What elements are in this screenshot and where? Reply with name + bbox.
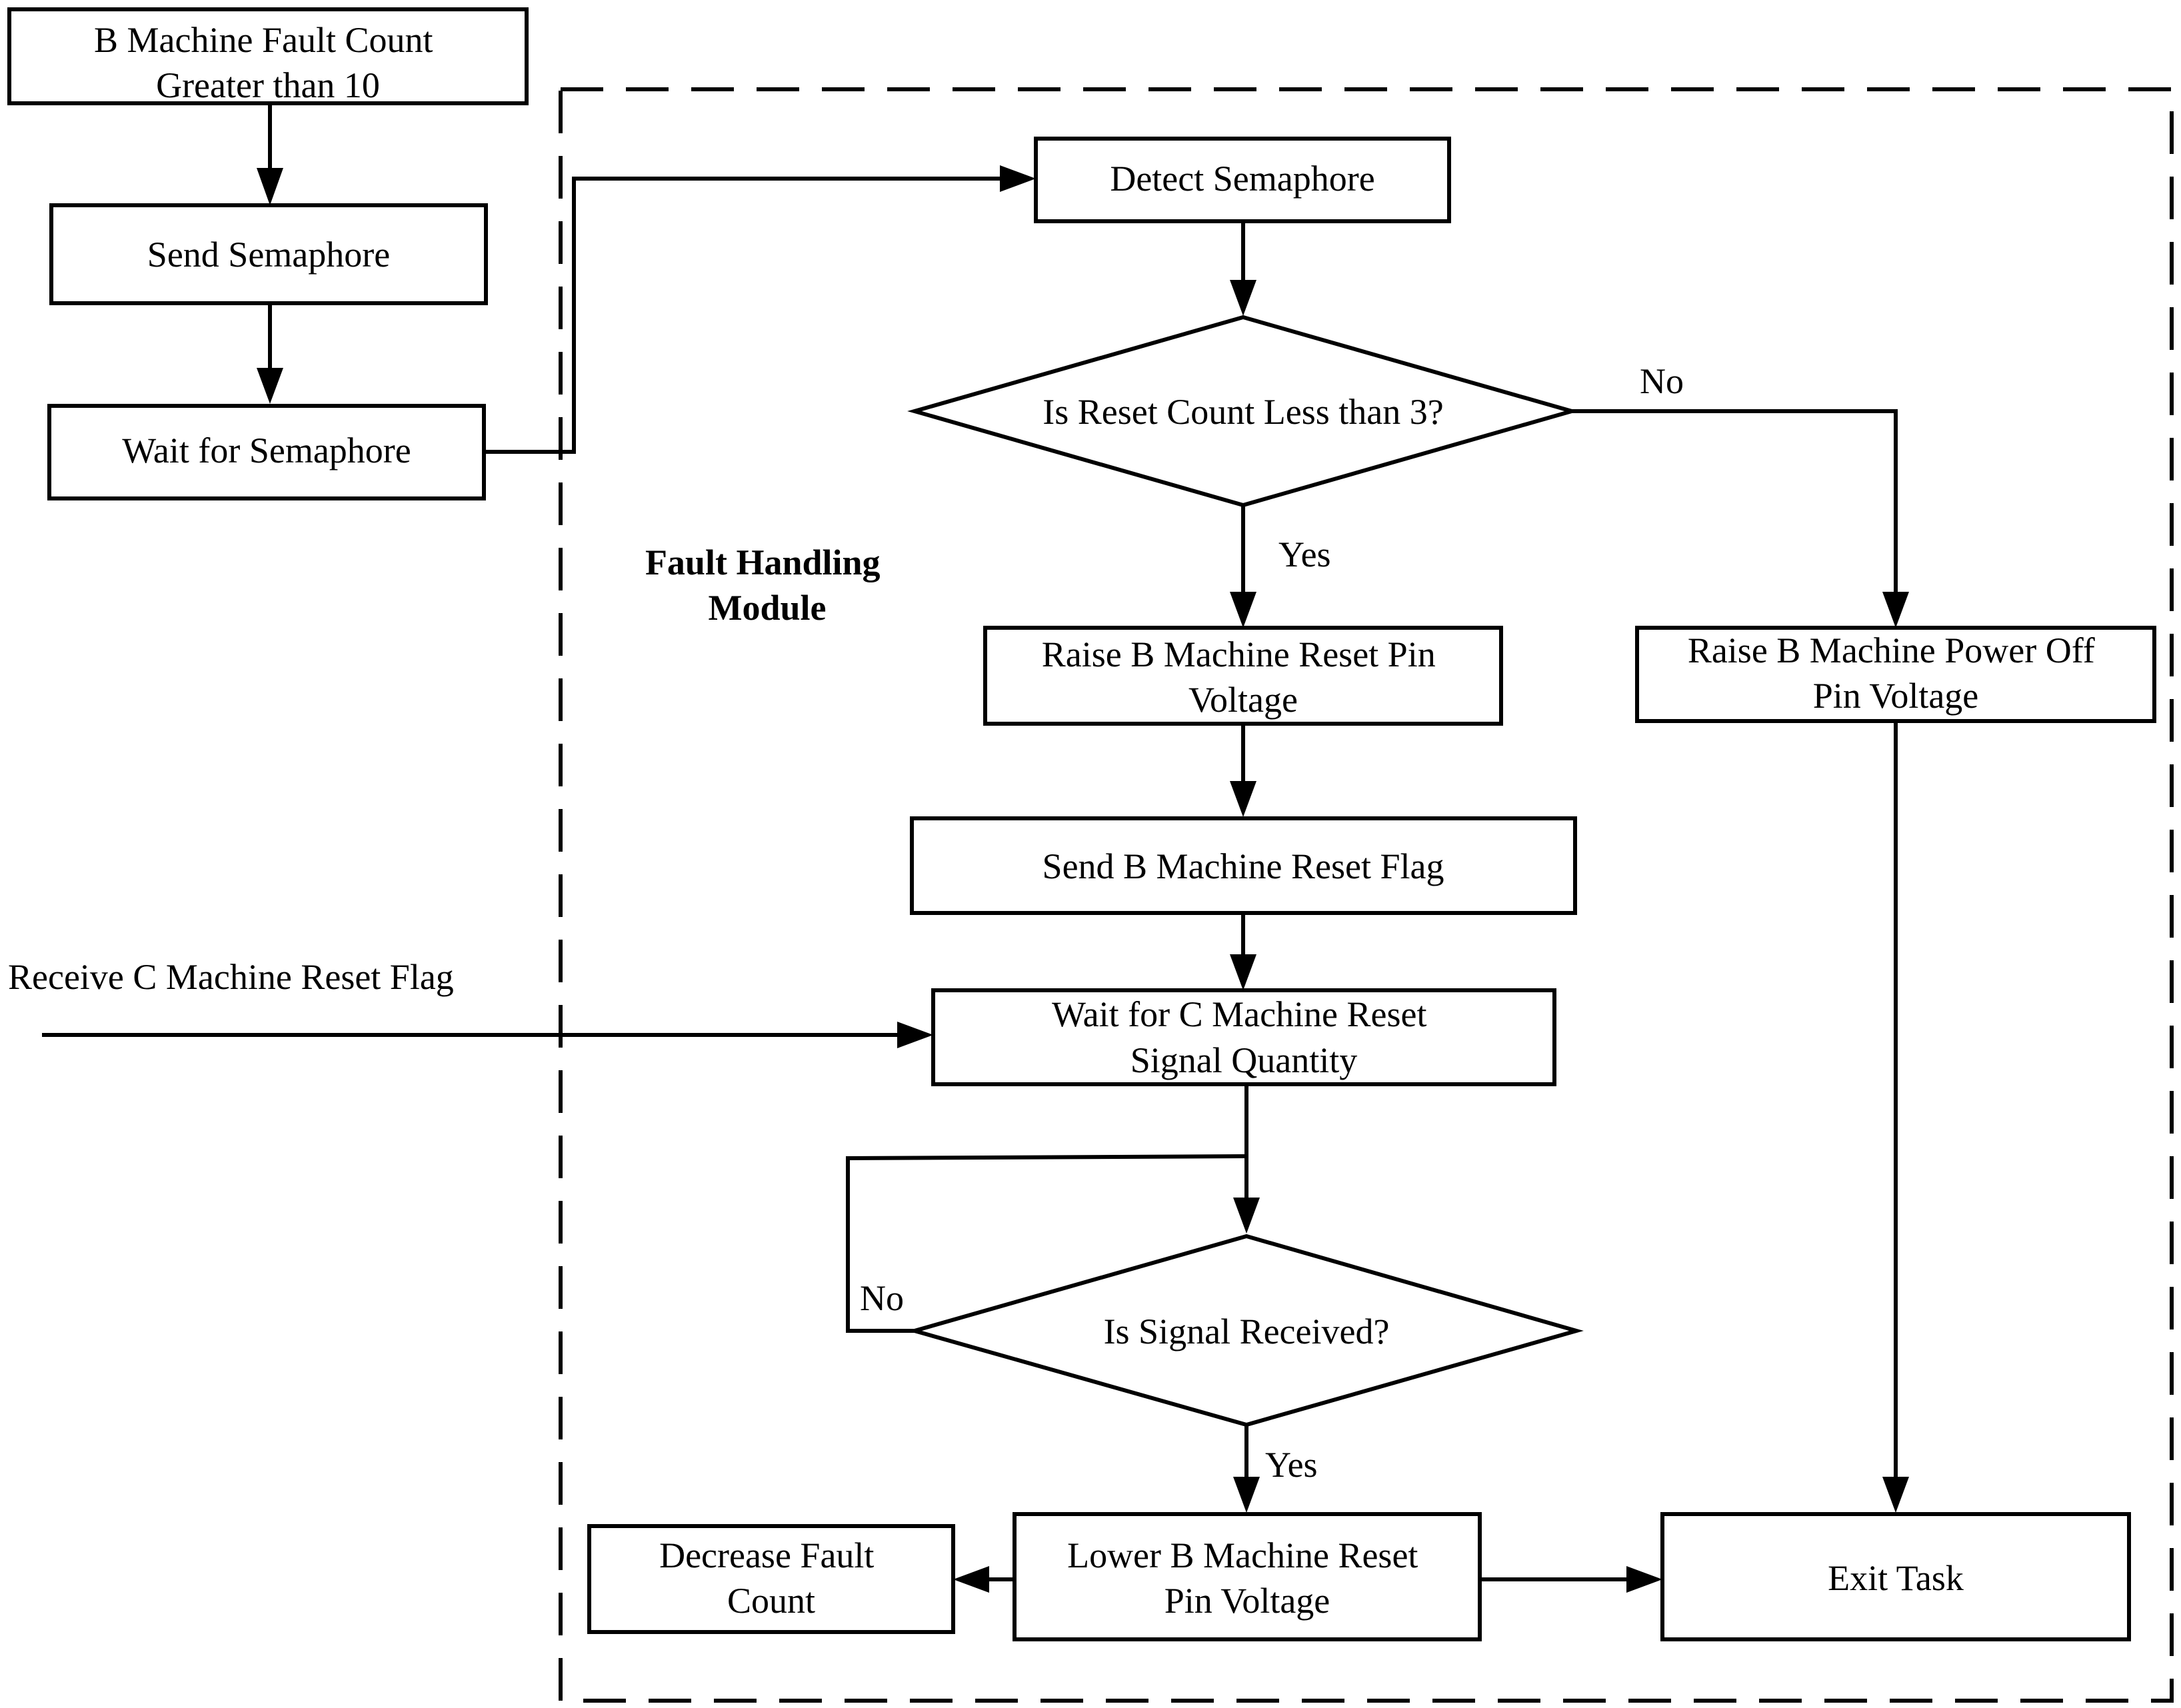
edge-wait-to-detect (484, 177, 1000, 454)
node-detect-semaphore: Detect Semaphore (1034, 137, 1451, 223)
arrowhead (897, 1022, 933, 1048)
node-lower-reset-pin: Lower B Machine Reset Pin Voltage (1013, 1512, 1482, 1641)
node-fault-count: B Machine Fault Count Greater than 10 (7, 7, 529, 105)
svg-text:Is Reset Count Less than 3?: Is Reset Count Less than 3? (1043, 392, 1443, 432)
node-send-reset-flag: Send B Machine Reset Flag (910, 816, 1577, 915)
node-wait-semaphore: Wait for Semaphore (47, 404, 486, 500)
arrowhead (1233, 1198, 1260, 1234)
svg-text:Detect Semaphore: Detect Semaphore (1110, 159, 1374, 199)
arrowhead (953, 1566, 989, 1593)
svg-text:Wait for C Machine Reset: Wait for C Machine Reset Signal Quantity (1052, 994, 1436, 1080)
module-label: Fault Handling Module (645, 542, 889, 628)
node-raise-power-off-pin: Raise B Machine Power Off Pin Voltage (1635, 626, 2156, 723)
label-signal-yes: Yes (1265, 1445, 1318, 1485)
arrowhead (1230, 954, 1256, 990)
svg-text:B Machine Fault Count Gr: B Machine Fault Count Greater than 10 (94, 20, 442, 105)
node-decrease-fault-count: Decrease Fault Count (587, 1524, 955, 1634)
arrowhead (1882, 1477, 1909, 1513)
svg-text:Raise B Machine Power Off: Raise B Machine Power Off Pin Voltage (1688, 630, 2104, 716)
module-label-line-1: Fault Handling (645, 542, 881, 582)
arrowhead (1882, 592, 1909, 628)
arrowhead (1000, 165, 1036, 192)
module-label-line-2: Module (708, 588, 826, 628)
node-exit-task: Exit Task (1660, 1512, 2131, 1641)
svg-text:Raise B Machine Reset Pin: Raise B Machine Reset Pin Voltage (1042, 634, 1444, 720)
node-send-semaphore: Send Semaphore (49, 203, 488, 305)
svg-text:Lower B Machine Reset Pi: Lower B Machine Reset Pin Voltage (1067, 1535, 1427, 1621)
arrowhead (1230, 781, 1256, 817)
label-receive-c-flag: Receive C Machine Reset Flag (8, 957, 454, 997)
node-signal-received-check: Is Signal Received? (907, 1234, 1584, 1427)
fault-handling-module-boundary (559, 87, 2174, 1703)
svg-text:Send B Machine Reset Flag: Send B Machine Reset Flag (1043, 846, 1444, 886)
svg-text:Exit Task: Exit Task (1828, 1558, 1964, 1598)
arrowhead (257, 168, 283, 205)
svg-text:Send Semaphore: Send Semaphore (147, 235, 390, 275)
arrowhead (1233, 1477, 1260, 1513)
edge-reset-check-no (1572, 409, 1898, 592)
arrowhead (1230, 592, 1256, 628)
svg-text:Wait for Semaphore: Wait for Semaphore (122, 430, 411, 470)
edge-signal-no-loop (846, 1154, 1247, 1333)
label-reset-yes: Yes (1278, 534, 1331, 574)
arrowhead (1230, 280, 1256, 316)
node-raise-reset-pin: Raise B Machine Reset Pin Voltage (983, 626, 1503, 726)
node-wait-c-signal: Wait for C Machine Reset Signal Quantity (931, 988, 1556, 1086)
svg-text:Decrease Fault Count: Decrease Fault Count (659, 1535, 883, 1621)
node-reset-count-check: Is Reset Count Less than 3? (907, 315, 1579, 508)
arrowhead (1626, 1566, 1662, 1593)
label-signal-no: No (860, 1278, 904, 1318)
arrowhead (257, 368, 283, 404)
svg-text:Is Signal Received?: Is Signal Received? (1104, 1311, 1390, 1351)
label-reset-no: No (1640, 361, 1684, 401)
